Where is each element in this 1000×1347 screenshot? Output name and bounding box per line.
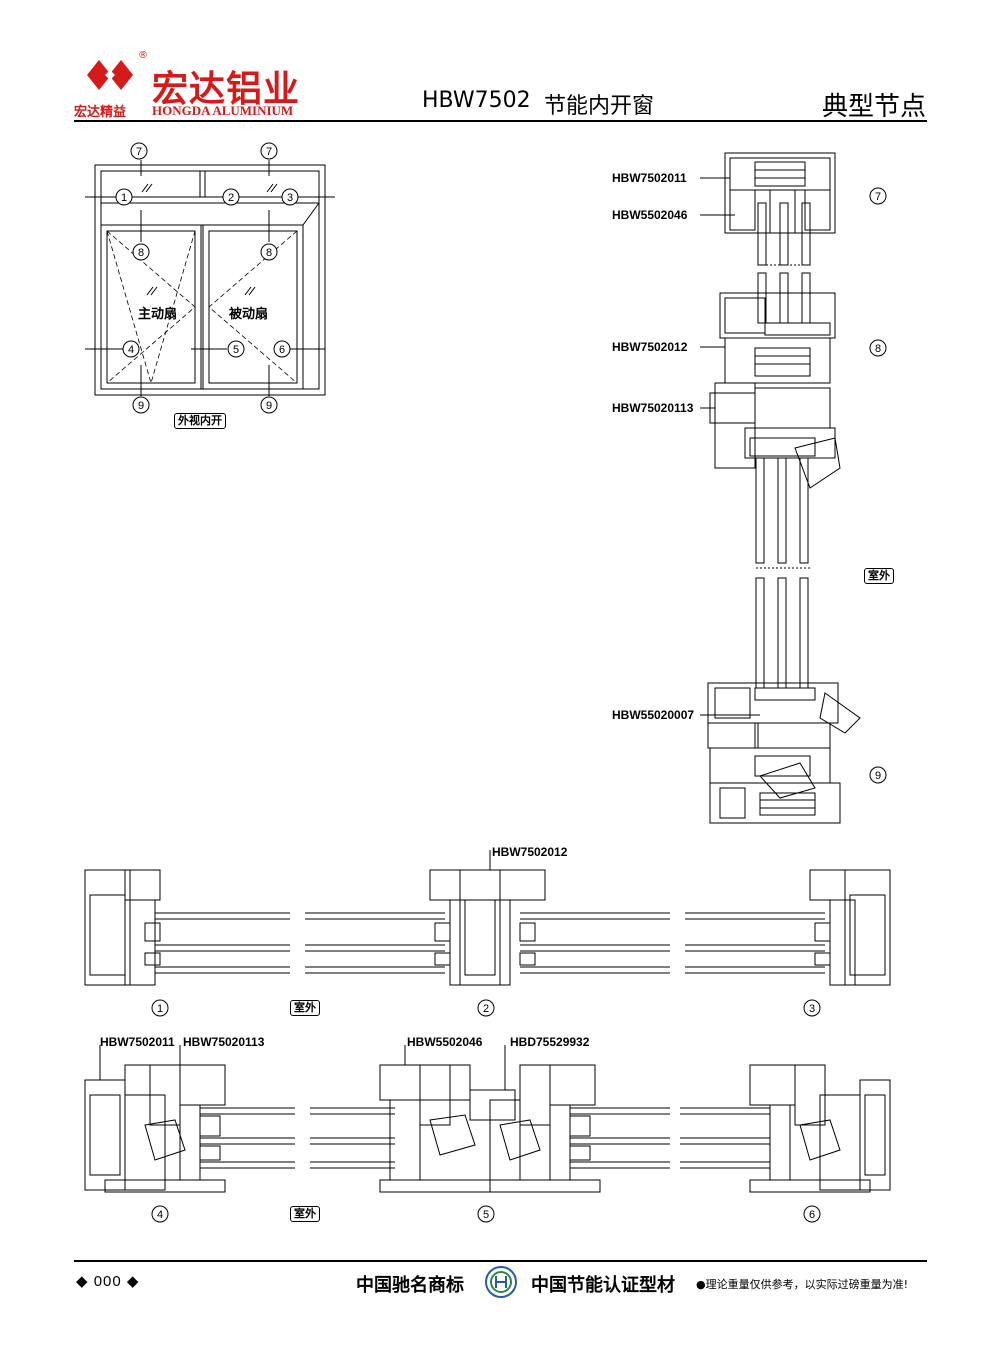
marker-9-section: 9: [869, 766, 887, 788]
svg-text:6: 6: [809, 1209, 815, 1221]
marker-4-section: 4: [151, 1205, 169, 1227]
footer-cert: 中国节能认证型材: [531, 1275, 675, 1296]
code-hbw7502012-v: HBW7502012: [612, 340, 688, 354]
elevation-drawing: [85, 160, 335, 396]
marker-8-section: 8: [869, 339, 887, 361]
svg-text:3: 3: [287, 192, 293, 204]
marker-8b: 8: [260, 243, 278, 264]
svg-text:4: 4: [157, 1209, 163, 1221]
energy-cert-icon: [485, 1266, 517, 1298]
leaf-active-label: 主动扇: [138, 307, 178, 322]
svg-text:2: 2: [228, 192, 234, 204]
code-hbd75529932-h: HBD75529932: [510, 1035, 590, 1049]
svg-text:2: 2: [483, 1003, 489, 1015]
marker-4: 4: [122, 340, 140, 361]
marker-3-section: 3: [803, 999, 821, 1021]
marker-2: 2: [222, 188, 240, 209]
svg-text:9: 9: [266, 400, 272, 412]
svg-text:7: 7: [875, 191, 881, 203]
svg-text:8: 8: [266, 247, 272, 259]
page-number: ◆ 000 ◆: [76, 1273, 140, 1290]
view-badge: 外视内开: [174, 413, 226, 429]
svg-text:7: 7: [136, 146, 142, 158]
logo-slogan: 宏达精益: [74, 105, 127, 120]
company-logo-icon: [87, 60, 133, 90]
outside-badge-top: 室外: [290, 1000, 320, 1016]
svg-text:8: 8: [138, 247, 144, 259]
logo-english: HONGDA ALUMINIUM: [152, 103, 294, 118]
section-title: 典型节点: [822, 92, 927, 122]
svg-text:3: 3: [809, 1003, 815, 1015]
code-hbw5502046-v: HBW5502046: [612, 208, 688, 222]
svg-text:9: 9: [875, 770, 881, 782]
marker-3: 3: [281, 188, 299, 209]
footer-rule: [74, 1260, 927, 1262]
marker-2-section: 2: [477, 999, 495, 1021]
model-number: HBW7502: [422, 88, 531, 113]
svg-text:5: 5: [233, 344, 239, 356]
marker-9b: 9: [260, 396, 278, 417]
marker-6-section: 6: [803, 1205, 821, 1227]
logo-chinese: 宏达铝业: [152, 69, 301, 110]
code-hbw7502012-h: HBW7502012: [492, 845, 568, 859]
svg-text:1: 1: [121, 192, 127, 204]
svg-text:4: 4: [128, 344, 134, 356]
marker-5-section: 5: [477, 1205, 495, 1227]
marker-7-section: 7: [869, 187, 887, 209]
svg-text:6: 6: [279, 344, 285, 356]
marker-7a: 7: [130, 142, 148, 163]
marker-8a: 8: [132, 243, 150, 264]
header-rule: [74, 120, 927, 122]
horizontal-top-drawing: [84, 850, 891, 986]
marker-1: 1: [115, 188, 133, 209]
leaf-passive-label: 被动扇: [229, 307, 269, 322]
svg-text:8: 8: [875, 343, 881, 355]
marker-7b: 7: [260, 142, 278, 163]
horizontal-bottom-drawing: [84, 1045, 891, 1193]
svg-text:5: 5: [483, 1209, 489, 1221]
vertical-section-drawing: [700, 152, 861, 824]
marker-1-section: 1: [151, 999, 169, 1021]
footer-note: ●理论重量仅供参考，以实际过磅重量为准!: [696, 1278, 909, 1291]
svg-text:1: 1: [157, 1003, 163, 1015]
marker-5: 5: [227, 340, 245, 361]
marker-9a: 9: [132, 396, 150, 417]
code-hbw55020007-v: HBW55020007: [612, 708, 695, 722]
code-hbw7502011-v: HBW7502011: [612, 171, 687, 185]
footer-brand: 中国驰名商标: [356, 1275, 464, 1296]
code-hbw75020113-h: HBW75020113: [183, 1035, 265, 1049]
svg-text:7: 7: [266, 146, 272, 158]
outside-badge-bottom: 室外: [290, 1206, 320, 1222]
page-title: 节能内开窗: [544, 94, 655, 119]
code-hbw7502011-h: HBW7502011: [100, 1035, 175, 1049]
outside-badge-vertical: 室外: [864, 568, 894, 584]
marker-6: 6: [273, 340, 291, 361]
code-hbw5502046-h: HBW5502046: [407, 1035, 483, 1049]
svg-text:9: 9: [138, 400, 144, 412]
code-hbw75020113-v: HBW75020113: [612, 401, 694, 415]
registered-mark: ®: [138, 50, 148, 61]
